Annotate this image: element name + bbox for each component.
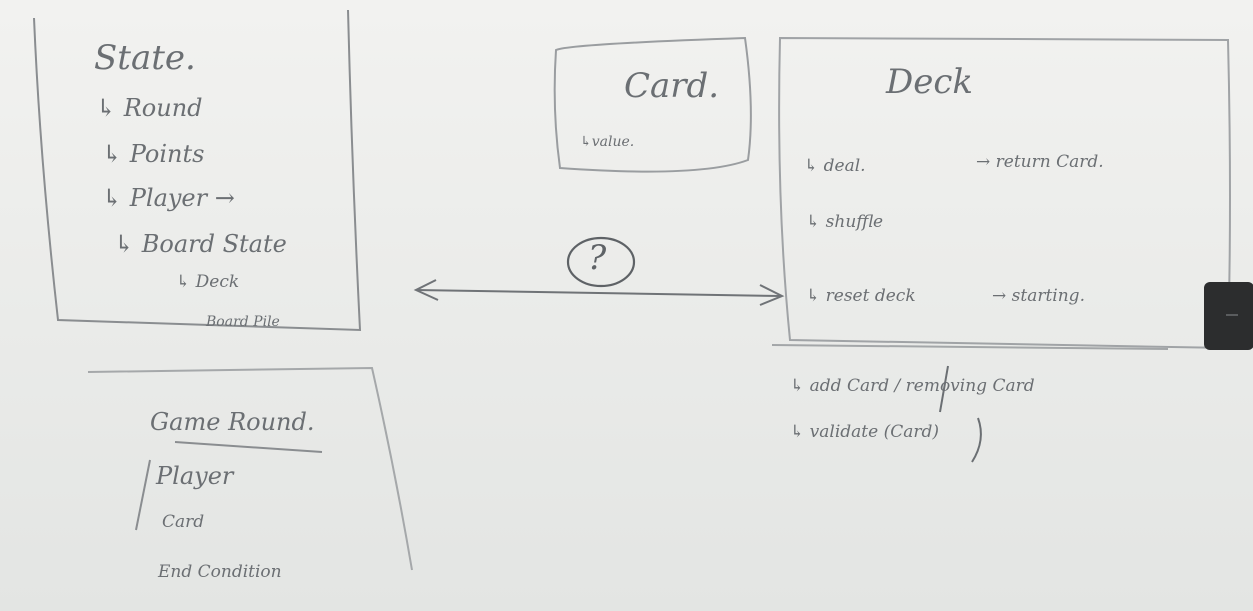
state-item-points: ↳ Points <box>102 140 205 168</box>
state-item-board-state: ↳ Board State <box>114 230 287 258</box>
whiteboard-magnet <box>1204 282 1253 350</box>
deck-item-reset: ↳ reset deck <box>806 286 916 306</box>
state-subitem-deck: ↳ Deck <box>176 272 240 292</box>
state-item-round: ↳ Round <box>96 94 203 122</box>
game-round-item-card: Card <box>162 512 205 532</box>
card-item-value: ↳value. <box>580 134 635 150</box>
relation-question-mark: ? <box>588 238 607 278</box>
game-round-item-player: Player <box>156 462 234 490</box>
relation-arrow-right-head <box>759 284 785 306</box>
deck-item-shuffle: ↳ shuffle <box>806 212 884 232</box>
game-round-box-outline <box>87 366 413 571</box>
deck-divider <box>771 344 1169 350</box>
validate-paren <box>971 417 982 463</box>
deck-title: Deck <box>886 62 974 102</box>
state-title: State. <box>94 38 196 78</box>
deck-item-add-remove: ↳ add Card / removing Card <box>790 376 1035 396</box>
question-circle <box>566 236 636 288</box>
state-subitem-board-pile: Board Pile <box>206 314 280 330</box>
deck-item-deal: ↳ deal. <box>804 156 866 176</box>
game-round-title-underline <box>174 441 323 453</box>
game-round-item-end-condition: End Condition <box>158 562 282 582</box>
relation-arrow-line <box>415 289 781 297</box>
game-round-title: Game Round. <box>150 408 315 436</box>
card-title: Card. <box>624 66 720 106</box>
state-item-player: ↳ Player → <box>102 184 235 212</box>
game-round-left-line <box>135 459 151 531</box>
state-box-outline <box>33 9 362 332</box>
card-box-outline <box>553 36 752 173</box>
deck-slash <box>939 365 949 413</box>
relation-arrow-left-head <box>413 279 439 301</box>
deck-reset-note: → starting. <box>992 286 1085 306</box>
deck-item-validate: ↳ validate (Card) <box>790 422 939 442</box>
deck-deal-note: → return Card. <box>976 152 1104 172</box>
